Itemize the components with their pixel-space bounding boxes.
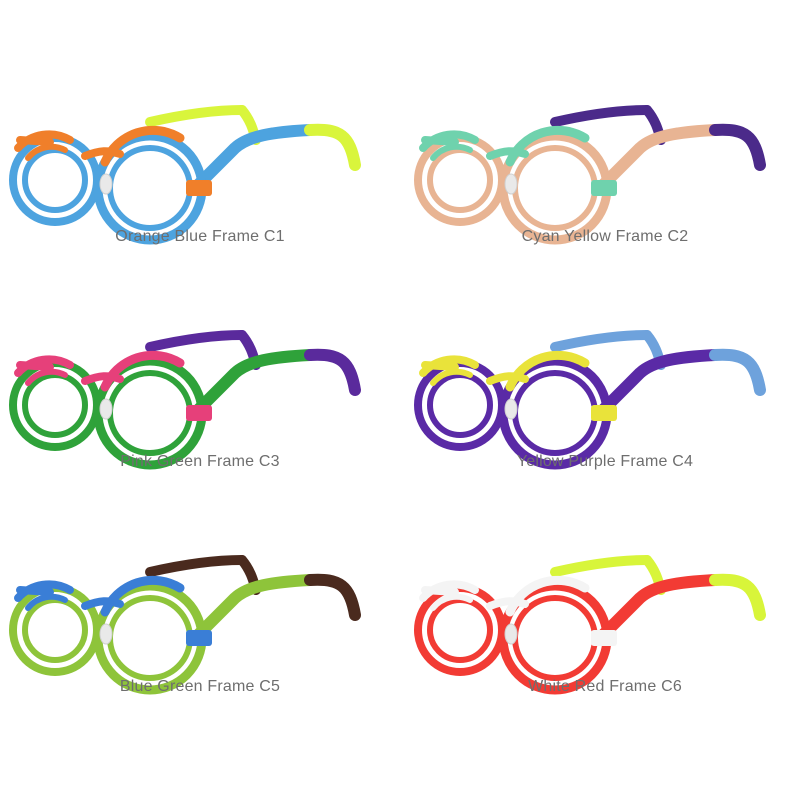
product-card[interactable]: Pink Green Frame C3 — [10, 295, 390, 535]
product-caption: White Red Frame C6 — [528, 678, 682, 695]
glasses-image — [417, 109, 761, 241]
glasses-image — [417, 559, 761, 691]
product-caption: Pink Green Frame C3 — [120, 453, 280, 470]
product-card[interactable]: Blue Green Frame C5 — [10, 520, 390, 760]
product-caption: Cyan Yellow Frame C2 — [521, 228, 689, 245]
product-card[interactable]: White Red Frame C6 — [415, 520, 795, 760]
product-card[interactable]: Orange Blue Frame C1 — [10, 70, 390, 310]
glasses-image — [12, 109, 356, 241]
product-caption: Orange Blue Frame C1 — [115, 228, 285, 245]
glasses-image — [12, 334, 356, 466]
glasses-image — [12, 559, 356, 691]
product-card[interactable]: Yellow Purple Frame C4 — [415, 295, 795, 535]
product-caption: Blue Green Frame C5 — [119, 678, 281, 695]
product-card[interactable]: Cyan Yellow Frame C2 — [415, 70, 795, 310]
product-caption: Yellow Purple Frame C4 — [516, 453, 694, 470]
glasses-image — [417, 334, 761, 466]
